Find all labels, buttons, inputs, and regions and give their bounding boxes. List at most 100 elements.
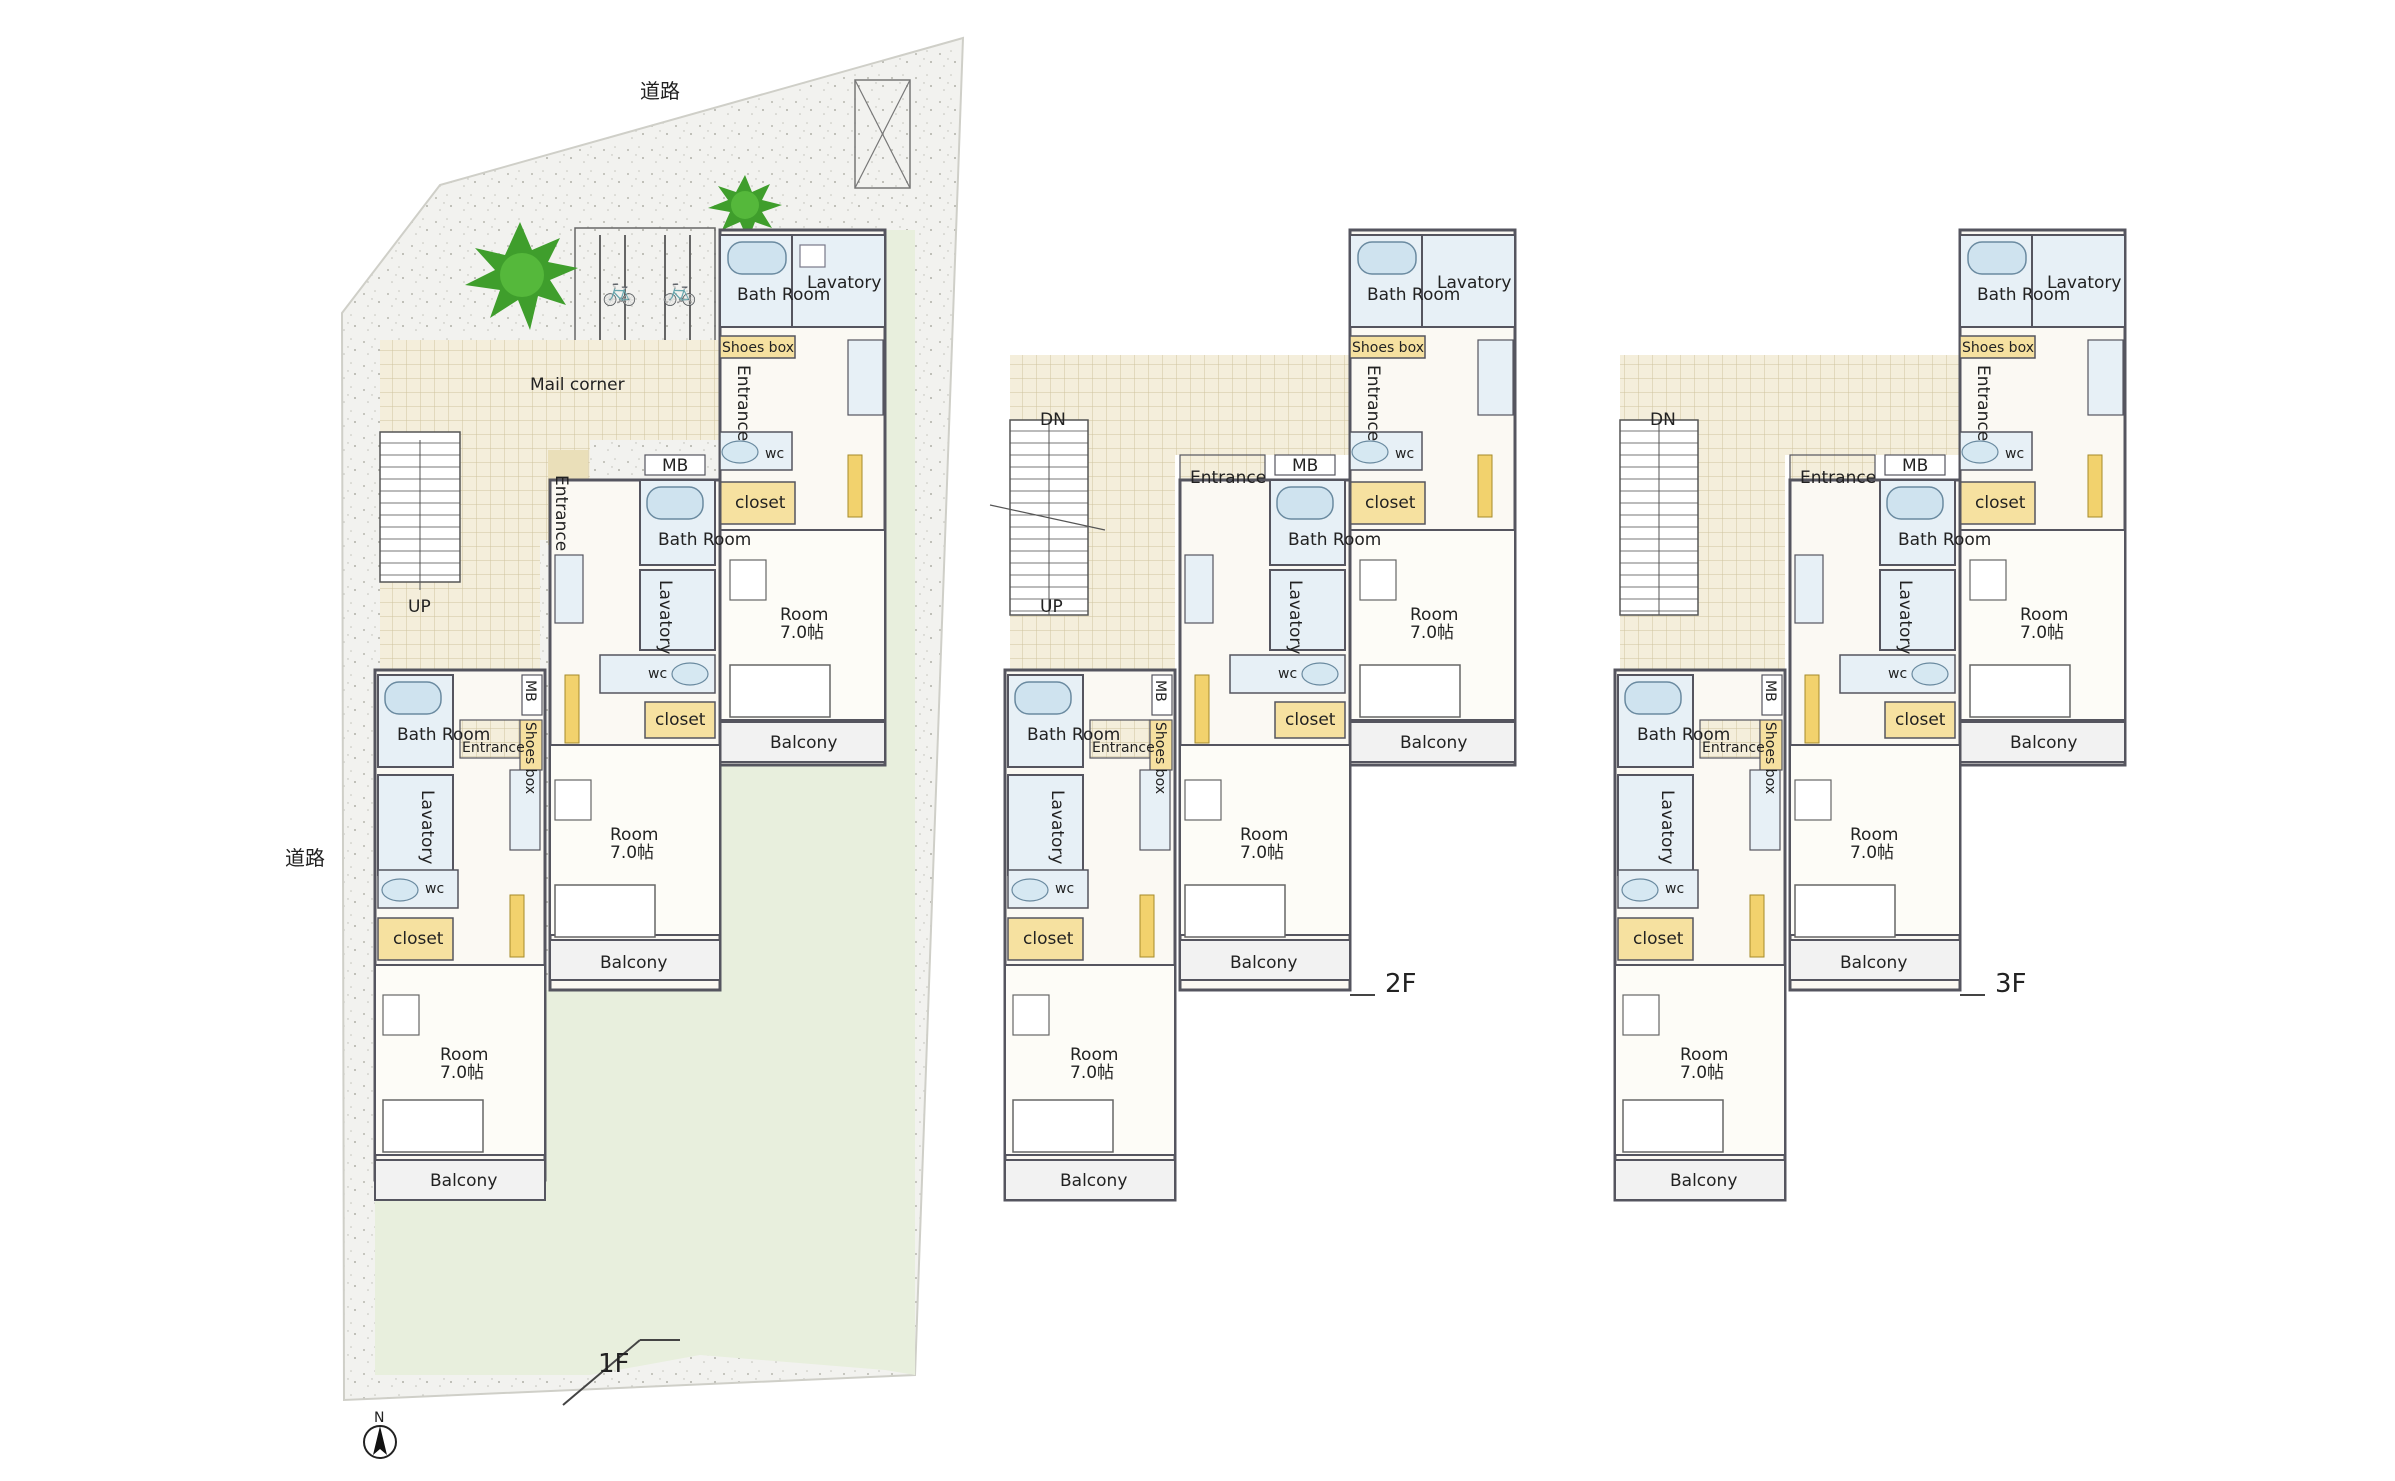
- bicycle-icon: 🚲: [602, 274, 637, 307]
- bath-room-label: Bath Room: [397, 725, 490, 745]
- mb-label: MB: [1902, 456, 1928, 476]
- entrance-label: Entrance: [462, 740, 525, 756]
- floor-3f: [1613, 228, 2127, 1202]
- lavatory-label: Lavatory: [1437, 273, 1511, 293]
- lavatory-label: Lavatory: [655, 580, 675, 654]
- wc-label: wc: [1395, 446, 1414, 462]
- room-label: Room: [780, 605, 828, 625]
- stairs-up-label: UP: [1040, 597, 1063, 617]
- lavatory-label: Lavatory: [417, 790, 437, 864]
- floor-label: 3F: [1995, 969, 2027, 999]
- closet-label: closet: [735, 493, 786, 513]
- floor-label: 2F: [1385, 969, 1417, 999]
- floor-2f: [989, 228, 1517, 1202]
- tree-icon: [465, 222, 578, 330]
- wc-label: wc: [765, 446, 784, 462]
- north-label: N: [374, 1410, 384, 1426]
- tree-icon: [708, 175, 782, 240]
- north-arrow-icon: [363, 1425, 397, 1459]
- road-label-left: 道路: [285, 846, 325, 870]
- closet-label: closet: [1023, 929, 1074, 949]
- balcony-label: Balcony: [1230, 953, 1297, 973]
- entrance-label: Entrance: [1702, 740, 1765, 756]
- mb-label: MB: [1152, 680, 1168, 702]
- room-label: Room: [440, 1045, 488, 1065]
- mb-label: MB: [1292, 456, 1318, 476]
- bath-room-label: Bath Room: [1027, 725, 1120, 745]
- closet-label: closet: [1365, 493, 1416, 513]
- bath-room-label: Bath Room: [737, 285, 830, 305]
- site-plan: 🚲 🚲: [340, 36, 965, 1406]
- balcony-label: Balcony: [2010, 733, 2077, 753]
- stairs-dn-label: DN: [1650, 410, 1676, 430]
- closet-label: closet: [1895, 710, 1946, 730]
- room-size-label: 7.0帖: [1410, 623, 1454, 643]
- building-1f: [373, 228, 887, 1201]
- shoes-box-label: Shoes box: [1962, 340, 2034, 356]
- mail-corner-label: Mail corner: [530, 375, 625, 395]
- room-label: Room: [1240, 825, 1288, 845]
- shoes-box-label: Shoes box: [1352, 340, 1424, 356]
- room-size-label: 7.0帖: [1240, 843, 1284, 863]
- parking-space: [854, 79, 911, 189]
- closet-label: closet: [1975, 493, 2026, 513]
- balcony-label: Balcony: [1840, 953, 1907, 973]
- room-size-label: 7.0帖: [780, 623, 824, 643]
- balcony-label: Balcony: [430, 1171, 497, 1191]
- balcony-label: Balcony: [1670, 1171, 1737, 1191]
- wc-label: wc: [1888, 666, 1907, 682]
- room-label: Room: [1410, 605, 1458, 625]
- lavatory-label: Lavatory: [1285, 580, 1305, 654]
- mb-label: MB: [662, 456, 688, 476]
- floor-label: 1F: [598, 1349, 630, 1379]
- bicycle-icon: 🚲: [662, 274, 697, 307]
- bath-room-label: Bath Room: [1367, 285, 1460, 305]
- wc-label: wc: [1055, 881, 1074, 897]
- room-label: Room: [1680, 1045, 1728, 1065]
- shoes-box-label: Shoes box: [522, 722, 538, 794]
- balcony-label: Balcony: [600, 953, 667, 973]
- lavatory-label: Lavatory: [1895, 580, 1915, 654]
- bath-room-label: Bath Room: [1898, 530, 1991, 550]
- lavatory-label: Lavatory: [2047, 273, 2121, 293]
- balcony-label: Balcony: [1060, 1171, 1127, 1191]
- room-size-label: 7.0帖: [1850, 843, 1894, 863]
- entrance-label: Entrance: [1092, 740, 1155, 756]
- shoes-box-label: Shoes box: [722, 340, 794, 356]
- room-label: Room: [1850, 825, 1898, 845]
- shoes-box-label: Shoes box: [1762, 722, 1778, 794]
- closet-label: closet: [1285, 710, 1336, 730]
- bath-room-label: Bath Room: [1637, 725, 1730, 745]
- lavatory-label: Lavatory: [807, 273, 881, 293]
- closet-label: closet: [1633, 929, 1684, 949]
- wc-label: wc: [1278, 666, 1297, 682]
- wc-label: wc: [648, 666, 667, 682]
- closet-label: closet: [655, 710, 706, 730]
- room-size-label: 7.0帖: [610, 843, 654, 863]
- mb-label: MB: [1762, 680, 1778, 702]
- balcony-label: Balcony: [770, 733, 837, 753]
- closet-label: closet: [393, 929, 444, 949]
- stairs-dn-label: DN: [1040, 410, 1066, 430]
- room-label: Room: [610, 825, 658, 845]
- room-label: Room: [1070, 1045, 1118, 1065]
- room-size-label: 7.0帖: [440, 1063, 484, 1083]
- road-label-top: 道路: [640, 79, 680, 103]
- entrance-label: Entrance: [1973, 365, 1993, 441]
- entrance-label: Entrance: [733, 365, 753, 441]
- wc-label: wc: [1665, 881, 1684, 897]
- entrance-label: Entrance: [1190, 468, 1266, 488]
- wc-label: wc: [425, 881, 444, 897]
- bath-room-label: Bath Room: [1288, 530, 1381, 550]
- bath-room-label: Bath Room: [1977, 285, 2070, 305]
- bicycle-parking: 🚲 🚲: [574, 227, 716, 349]
- shoes-box-label: Shoes box: [1152, 722, 1168, 794]
- stairs-up-label: UP: [408, 597, 431, 617]
- room-size-label: 7.0帖: [1070, 1063, 1114, 1083]
- room-size-label: 7.0帖: [1680, 1063, 1724, 1083]
- entrance-label: Entrance: [1363, 365, 1383, 441]
- mb-label: MB: [522, 680, 538, 702]
- balcony-label: Balcony: [1400, 733, 1467, 753]
- lavatory-label: Lavatory: [1657, 790, 1677, 864]
